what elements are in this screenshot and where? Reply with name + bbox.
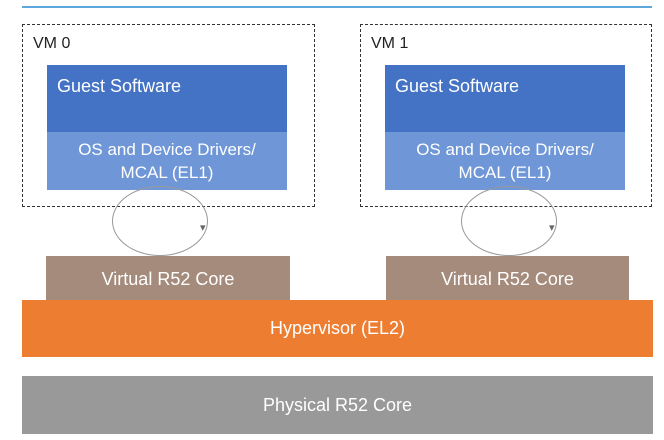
- vm1-label: VM 1: [371, 35, 409, 52]
- vm0-os-drivers: OS and Device Drivers/ MCAL (EL1): [47, 132, 287, 190]
- hypervisor-layer: Hypervisor (EL2): [22, 300, 653, 357]
- vm0-switch-loop-icon: [112, 186, 208, 256]
- vm0-label: VM 0: [33, 35, 71, 52]
- top-divider: [22, 6, 652, 8]
- vm1-loop-arrow-icon: ▾: [549, 222, 555, 234]
- vm1-virtual-core: Virtual R52 Core: [386, 256, 629, 302]
- vm0-guest-label: Guest Software: [57, 76, 182, 96]
- vm1-os-drivers: OS and Device Drivers/ MCAL (EL1): [385, 132, 625, 190]
- vm0-guest-software: Guest Software: [47, 65, 287, 132]
- vm0-virtual-core-label: Virtual R52 Core: [101, 268, 235, 289]
- vm1-boundary: VM 1 Guest Software OS and Device Driver…: [360, 24, 652, 207]
- physical-core-label: Physical R52 Core: [262, 394, 413, 415]
- vm1-guest-software: Guest Software: [385, 65, 625, 132]
- vm1-os-label: OS and Device Drivers/ MCAL (EL1): [416, 140, 594, 182]
- physical-core-layer: Physical R52 Core: [22, 376, 653, 434]
- vm0-virtual-core: Virtual R52 Core: [46, 256, 290, 302]
- vm0-boundary: VM 0 Guest Software OS and Device Driver…: [22, 24, 315, 207]
- vm1-virtual-core-label: Virtual R52 Core: [441, 268, 574, 289]
- vm1-guest-label: Guest Software: [395, 76, 520, 96]
- hypervisor-label: Hypervisor (EL2): [269, 318, 406, 338]
- vm0-os-label: OS and Device Drivers/ MCAL (EL1): [78, 140, 256, 182]
- vm0-loop-arrow-icon: ▾: [200, 222, 206, 234]
- vm1-switch-loop-icon: [461, 186, 557, 256]
